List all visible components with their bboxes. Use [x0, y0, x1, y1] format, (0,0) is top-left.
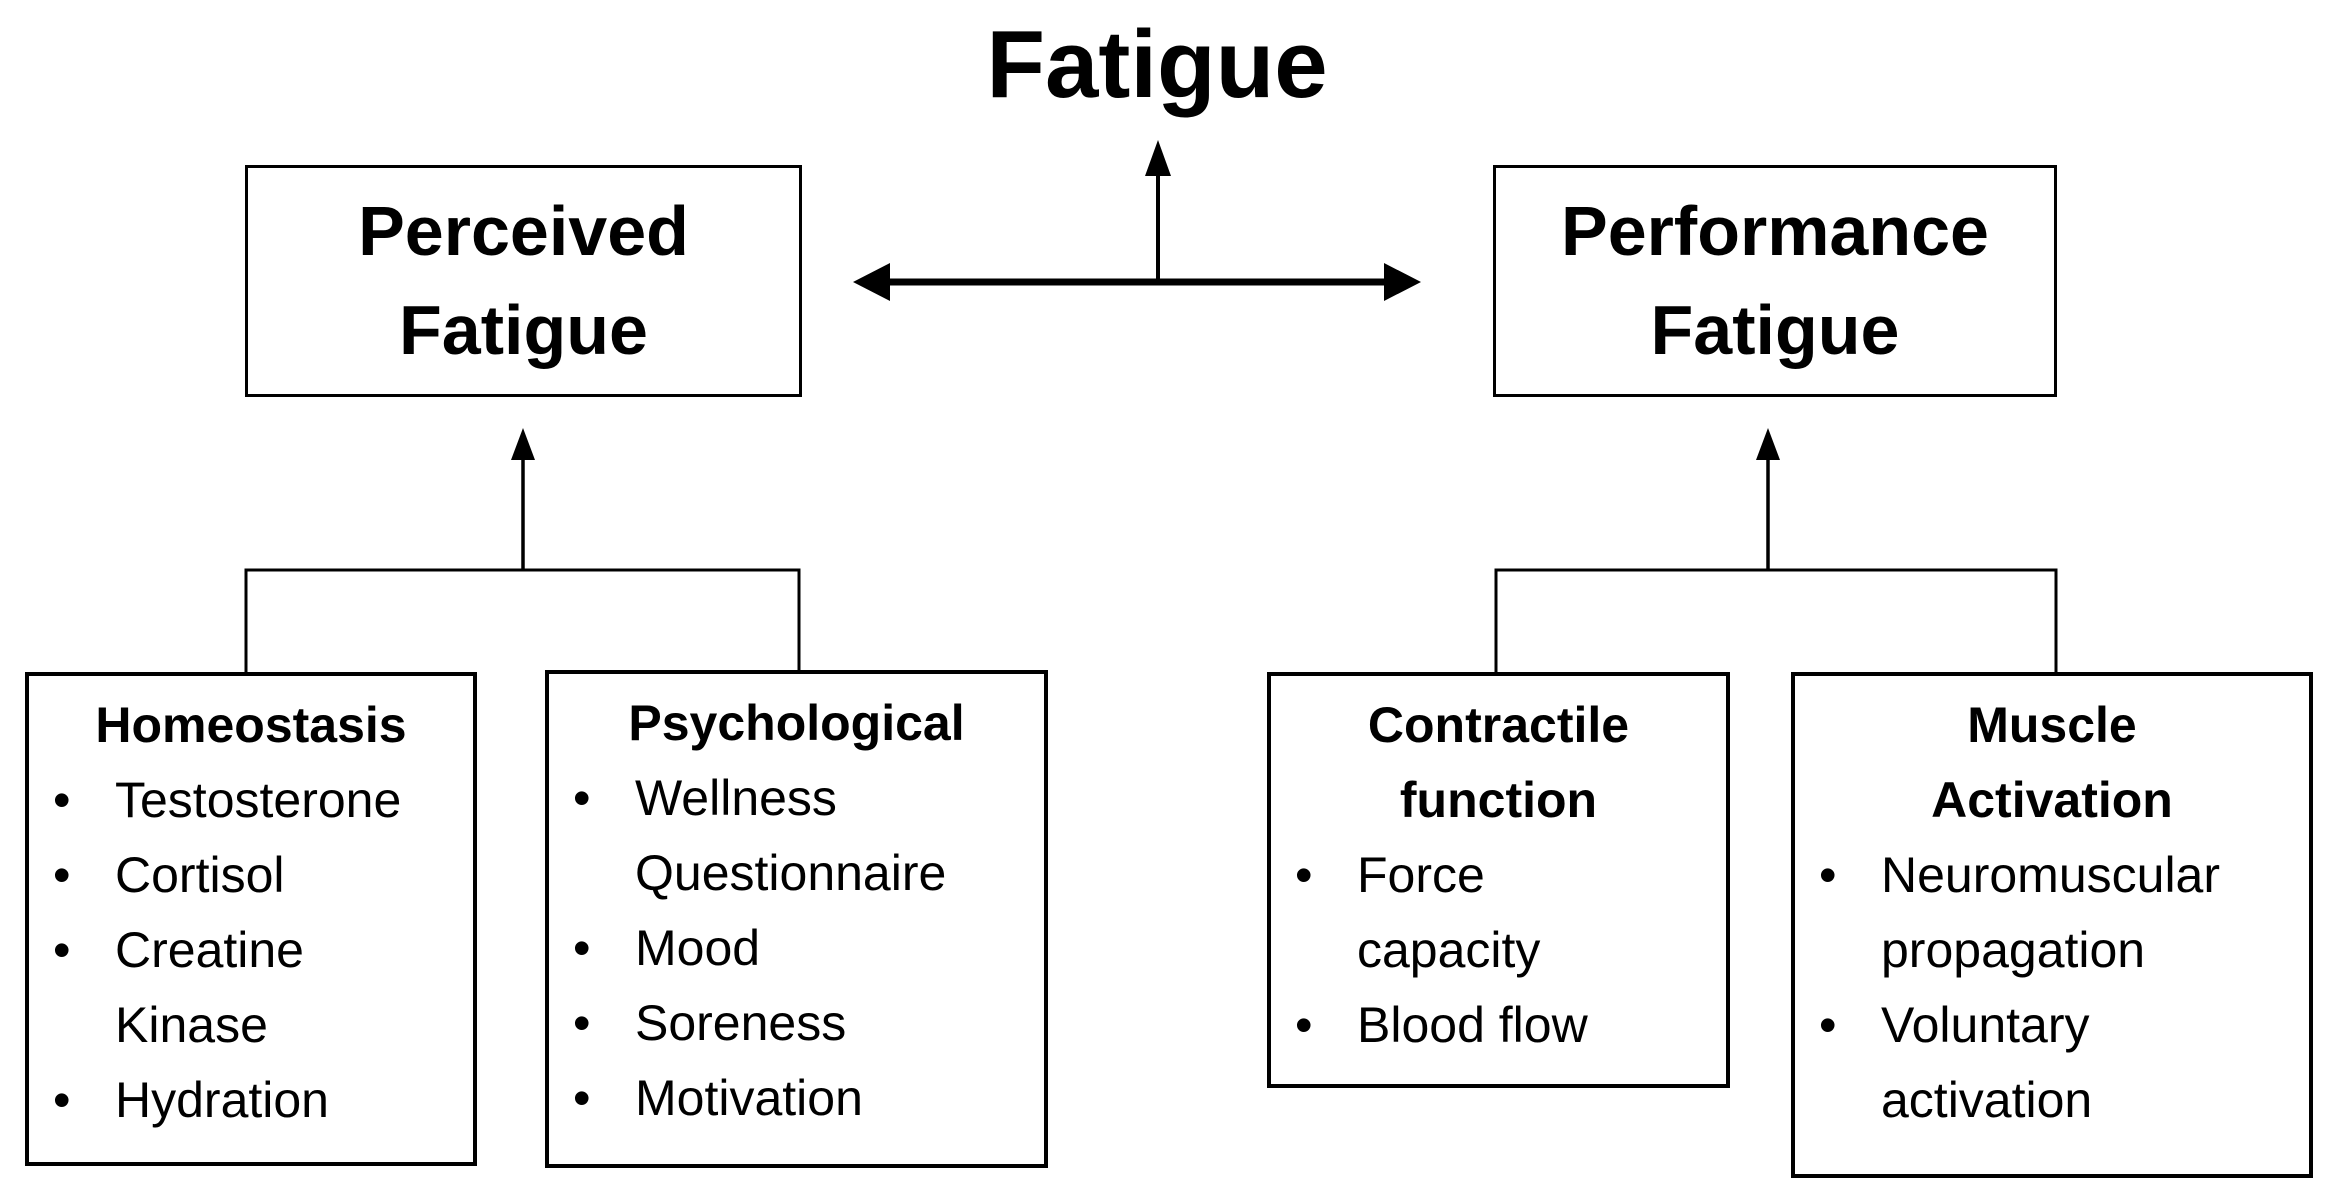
- list-item: Mood: [549, 911, 1044, 986]
- category-title-contractile-function: Contractile function: [1367, 697, 1630, 828]
- list-item: Creatine Kinase: [29, 913, 473, 1063]
- category-list-homeostasis: TestosteroneCortisolCreatine KinaseHydra…: [29, 763, 473, 1138]
- list-item: Hydration: [29, 1063, 473, 1138]
- list-item: Soreness: [549, 986, 1044, 1061]
- branch-label-perceived: Perceived Fatigue: [358, 191, 689, 369]
- category-title-psychological: Psychological: [628, 695, 965, 751]
- branch-box-performance-fatigue: Performance Fatigue: [1493, 165, 2057, 397]
- left-bracket-connector: [244, 428, 801, 672]
- horizontal-double-arrow: [853, 263, 1421, 301]
- right-bracket-connector: [1494, 428, 2058, 672]
- category-box-muscle-activation: Muscle Activation Neuromuscular propagat…: [1791, 672, 2313, 1178]
- list-item: Voluntary activation: [1795, 988, 2309, 1138]
- category-title-muscle-activation: Muscle Activation: [1931, 697, 2173, 828]
- list-item: Force capacity: [1271, 838, 1726, 988]
- category-list-contractile-function: Force capacityBlood flow: [1271, 838, 1726, 1063]
- list-item: Cortisol: [29, 838, 473, 913]
- category-list-psychological: Wellness QuestionnaireMoodSorenessMotiva…: [549, 761, 1044, 1136]
- list-item: Neuromuscular propagation: [1795, 838, 2309, 988]
- list-item: Testosterone: [29, 763, 473, 838]
- list-item: Wellness Questionnaire: [549, 761, 1044, 911]
- category-box-psychological: Psychological Wellness QuestionnaireMood…: [545, 670, 1048, 1168]
- category-title-homeostasis: Homeostasis: [95, 697, 407, 753]
- center-up-arrow: [1145, 140, 1171, 282]
- branch-box-perceived-fatigue: Perceived Fatigue: [245, 165, 802, 397]
- category-box-contractile-function: Contractile function Force capacityBlood…: [1267, 672, 1730, 1088]
- diagram-title: Fatigue: [986, 11, 1328, 118]
- category-box-homeostasis: Homeostasis TestosteroneCortisolCreatine…: [25, 672, 477, 1166]
- list-item: Motivation: [549, 1061, 1044, 1136]
- branch-label-performance: Performance Fatigue: [1561, 191, 1989, 369]
- category-list-muscle-activation: Neuromuscular propagationVoluntary activ…: [1795, 838, 2309, 1138]
- list-item: Blood flow: [1271, 988, 1726, 1063]
